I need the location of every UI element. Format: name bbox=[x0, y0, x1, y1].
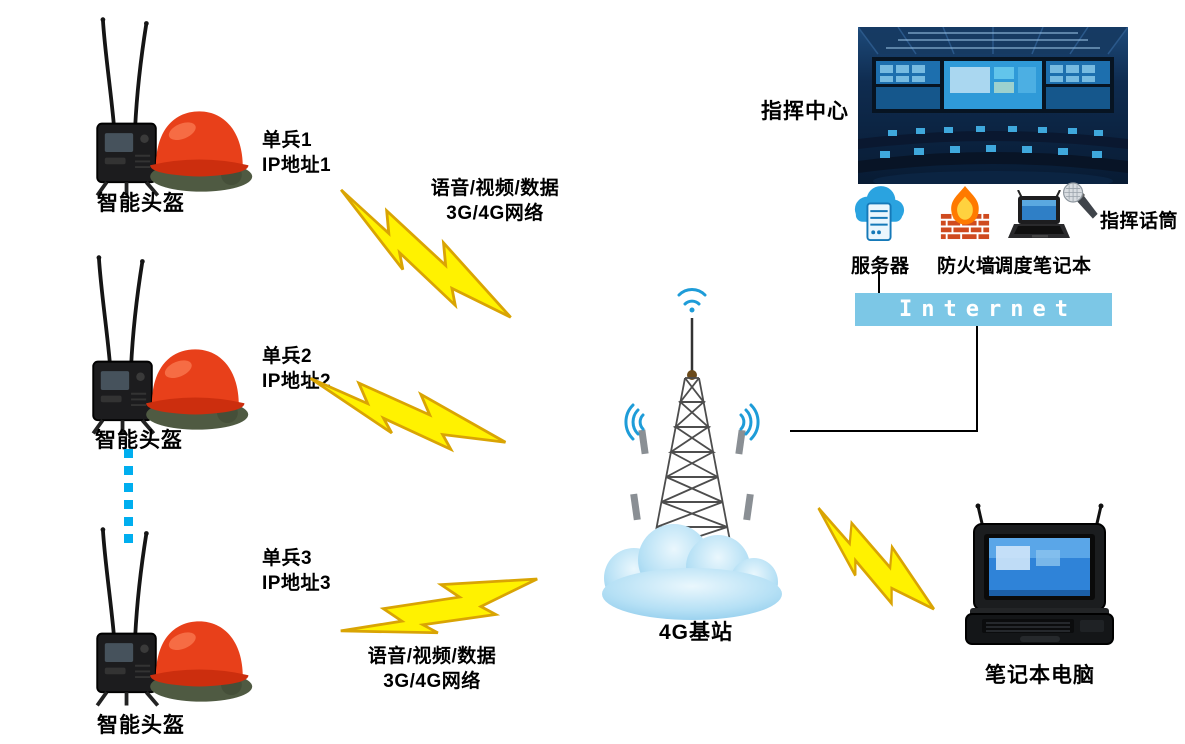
wifi-top-icon bbox=[677, 288, 707, 313]
soldier-1-ip: IP地址1 bbox=[262, 155, 332, 176]
radio-box-icon bbox=[95, 122, 160, 197]
more-units-dotted-line bbox=[124, 449, 133, 546]
wireless-link-label-bottom: 语音/视频/数据 3G/4G网络 bbox=[352, 644, 512, 694]
soldier-3-name: 单兵3 bbox=[262, 548, 313, 569]
soldier-1-name: 单兵1 bbox=[262, 130, 313, 151]
smart-helmet-icon bbox=[91, 255, 249, 435]
video-wall bbox=[872, 57, 1114, 113]
dispatch-laptop-icon bbox=[1008, 190, 1070, 238]
connector-server-internet bbox=[878, 271, 880, 293]
smart-helmet-label: 智能头盔 bbox=[97, 192, 185, 215]
lightning-bolt-icon bbox=[309, 377, 507, 453]
dispatch-laptop-label: 调度笔记本 bbox=[994, 256, 1092, 277]
server-label: 服务器 bbox=[851, 256, 910, 277]
server-icon bbox=[854, 186, 905, 242]
firewall-icon bbox=[938, 186, 992, 241]
soldier-2-label: 单兵2 IP地址2 bbox=[262, 344, 331, 394]
cloud-icon bbox=[602, 524, 782, 620]
microphone-label: 指挥话筒 bbox=[1100, 211, 1179, 232]
link-top-line2: 3G/4G网络 bbox=[446, 203, 544, 224]
smart-helmet-label: 智能头盔 bbox=[97, 714, 185, 737]
soldier-2-name: 单兵2 bbox=[262, 346, 313, 367]
field-laptop-icon bbox=[965, 503, 1114, 645]
lightning-bolt-icon bbox=[340, 188, 512, 319]
connector-internet-down bbox=[976, 326, 978, 432]
command-center-photo bbox=[858, 27, 1128, 184]
link-top-line1: 语音/视频/数据 bbox=[430, 178, 560, 199]
field-laptop-label: 笔记本电脑 bbox=[985, 664, 1095, 687]
microphone-icon bbox=[1062, 182, 1098, 219]
connector-internet-tower bbox=[790, 430, 978, 432]
ceiling bbox=[858, 27, 1128, 55]
antenna-panels bbox=[630, 429, 754, 521]
soldier-2-ip: IP地址2 bbox=[262, 371, 332, 392]
smart-helmet-icon bbox=[95, 527, 253, 707]
base-station-icon bbox=[602, 288, 782, 620]
wifi-right-icon bbox=[739, 403, 760, 441]
link-bottom-line1: 语音/视频/数据 bbox=[367, 646, 497, 667]
firewall-label: 防火墙 bbox=[937, 256, 996, 277]
soldier-3-ip: IP地址3 bbox=[262, 573, 332, 594]
lightning-bolt-icon bbox=[817, 507, 935, 611]
tower-mast bbox=[687, 318, 697, 380]
wireless-link-label-top: 语音/视频/数据 3G/4G网络 bbox=[415, 176, 575, 226]
internet-bar: Internet bbox=[855, 293, 1112, 326]
smart-helmet-icon bbox=[95, 17, 253, 197]
smart-helmet-label: 智能头盔 bbox=[95, 429, 183, 452]
antenna-icon bbox=[100, 17, 149, 132]
link-bottom-line2: 3G/4G网络 bbox=[383, 671, 481, 692]
wifi-left-icon bbox=[624, 403, 645, 441]
console-rows bbox=[858, 126, 1128, 184]
helmet-icon bbox=[150, 111, 253, 192]
internet-label: Internet bbox=[899, 297, 1077, 322]
soldier-1-label: 单兵1 IP地址1 bbox=[262, 128, 331, 178]
lightning-bolt-icon bbox=[340, 577, 538, 635]
soldier-3-label: 单兵3 IP地址3 bbox=[262, 546, 331, 596]
base-station-label: 4G基站 bbox=[659, 621, 734, 644]
command-center-label: 指挥中心 bbox=[761, 100, 849, 123]
